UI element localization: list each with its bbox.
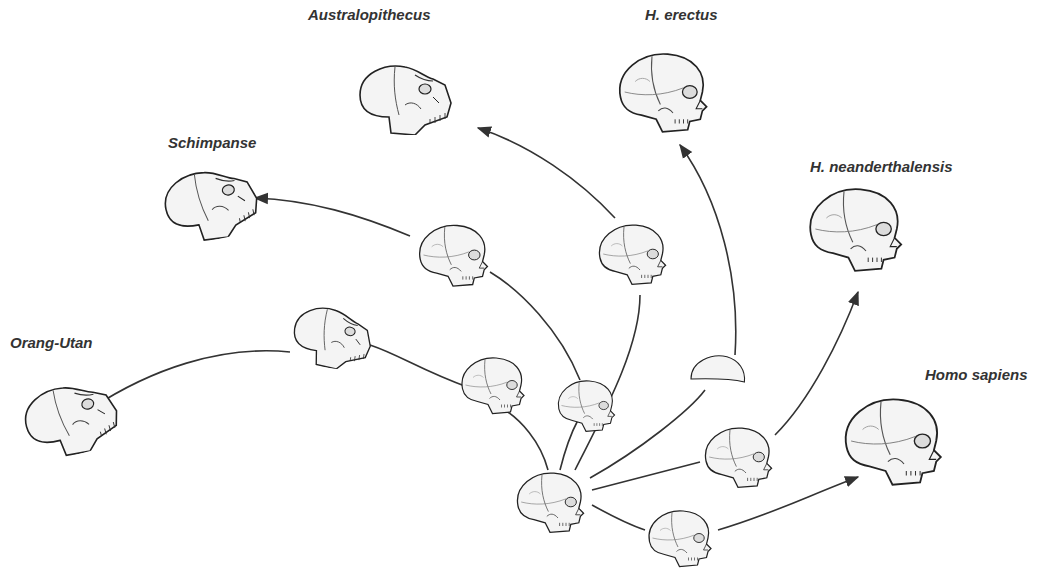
species-label: Homo sapiens [925, 366, 1028, 384]
species-label: H. neanderthalensis [810, 158, 953, 176]
species-label: Australopithecus [308, 6, 431, 24]
skulls [19, 54, 941, 566]
species-label: H. erectus [645, 6, 718, 24]
species-label: Schimpanse [168, 134, 256, 152]
species-label: Orang-Utan [10, 334, 93, 352]
evolution-arrows [92, 128, 858, 530]
